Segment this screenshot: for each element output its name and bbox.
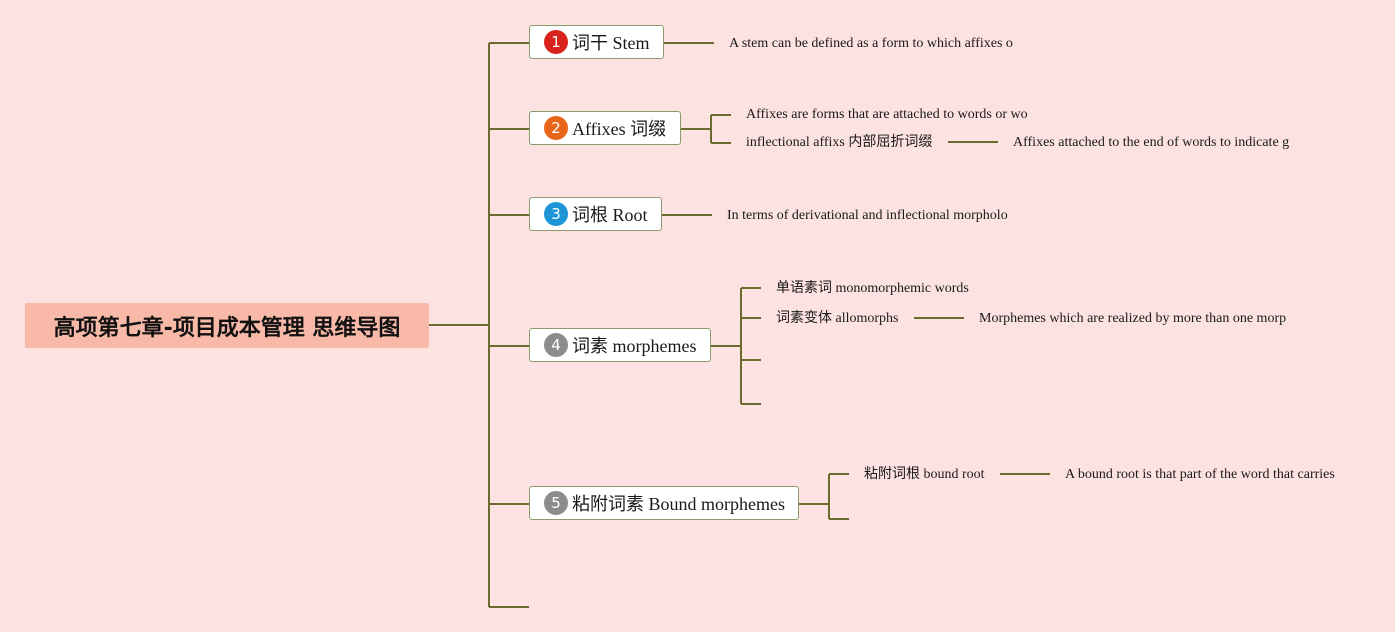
note-allomorphs[interactable]: 词素变体 allomorphs: [776, 311, 899, 326]
number-badge-4: 4: [544, 333, 568, 357]
topic-stem[interactable]: 1 词干 Stem: [529, 25, 664, 59]
connector-affixes: [681, 114, 731, 144]
note-allomorphs-definition[interactable]: Morphemes which are realized by more tha…: [979, 311, 1287, 326]
note-bound-root[interactable]: 粘附词根 bound root: [864, 467, 985, 482]
number-badge-2: 2: [544, 116, 568, 140]
topic-affixes[interactable]: 2 Affixes 词缀: [529, 111, 681, 145]
note-monomorphemic[interactable]: 单语素词 monomorphemic words: [776, 281, 969, 296]
note-bound-root-definition[interactable]: A bound root is that part of the word th…: [1065, 467, 1335, 482]
connector-morphemes: [711, 287, 761, 405]
number-badge-3: 3: [544, 202, 568, 226]
topic-label: 词干 Stem: [572, 33, 650, 53]
topic-morphemes[interactable]: 4 词素 morphemes: [529, 328, 711, 362]
number-badge-5: 5: [544, 491, 568, 515]
topic-label: 粘附词素 Bound morphemes: [572, 494, 785, 514]
root-title: 高项第七章-项目成本管理 思维导图: [53, 315, 401, 341]
topic-label: 词根 Root: [572, 205, 648, 225]
note-root-definition[interactable]: In terms of derivational and inflectiona…: [727, 208, 1008, 223]
note-stem-definition[interactable]: A stem can be defined as a form to which…: [729, 36, 1013, 51]
number-badge-1: 1: [544, 30, 568, 54]
note-inflectional-affixs[interactable]: inflectional affixs 内部屈折词缀: [746, 135, 933, 150]
note-inflectional-definition[interactable]: Affixes attached to the end of words to …: [1013, 135, 1290, 150]
topic-root[interactable]: 3 词根 Root: [529, 197, 662, 231]
topic-label: 词素 morphemes: [572, 336, 697, 356]
root-topic[interactable]: 高项第七章-项目成本管理 思维导图: [25, 303, 429, 348]
topic-bound-morphemes[interactable]: 5 粘附词素 Bound morphemes: [529, 486, 799, 520]
note-affixes-definition[interactable]: Affixes are forms that are attached to w…: [746, 107, 1028, 122]
topic-label: Affixes 词缀: [572, 119, 667, 139]
connector-bound: [799, 473, 849, 520]
